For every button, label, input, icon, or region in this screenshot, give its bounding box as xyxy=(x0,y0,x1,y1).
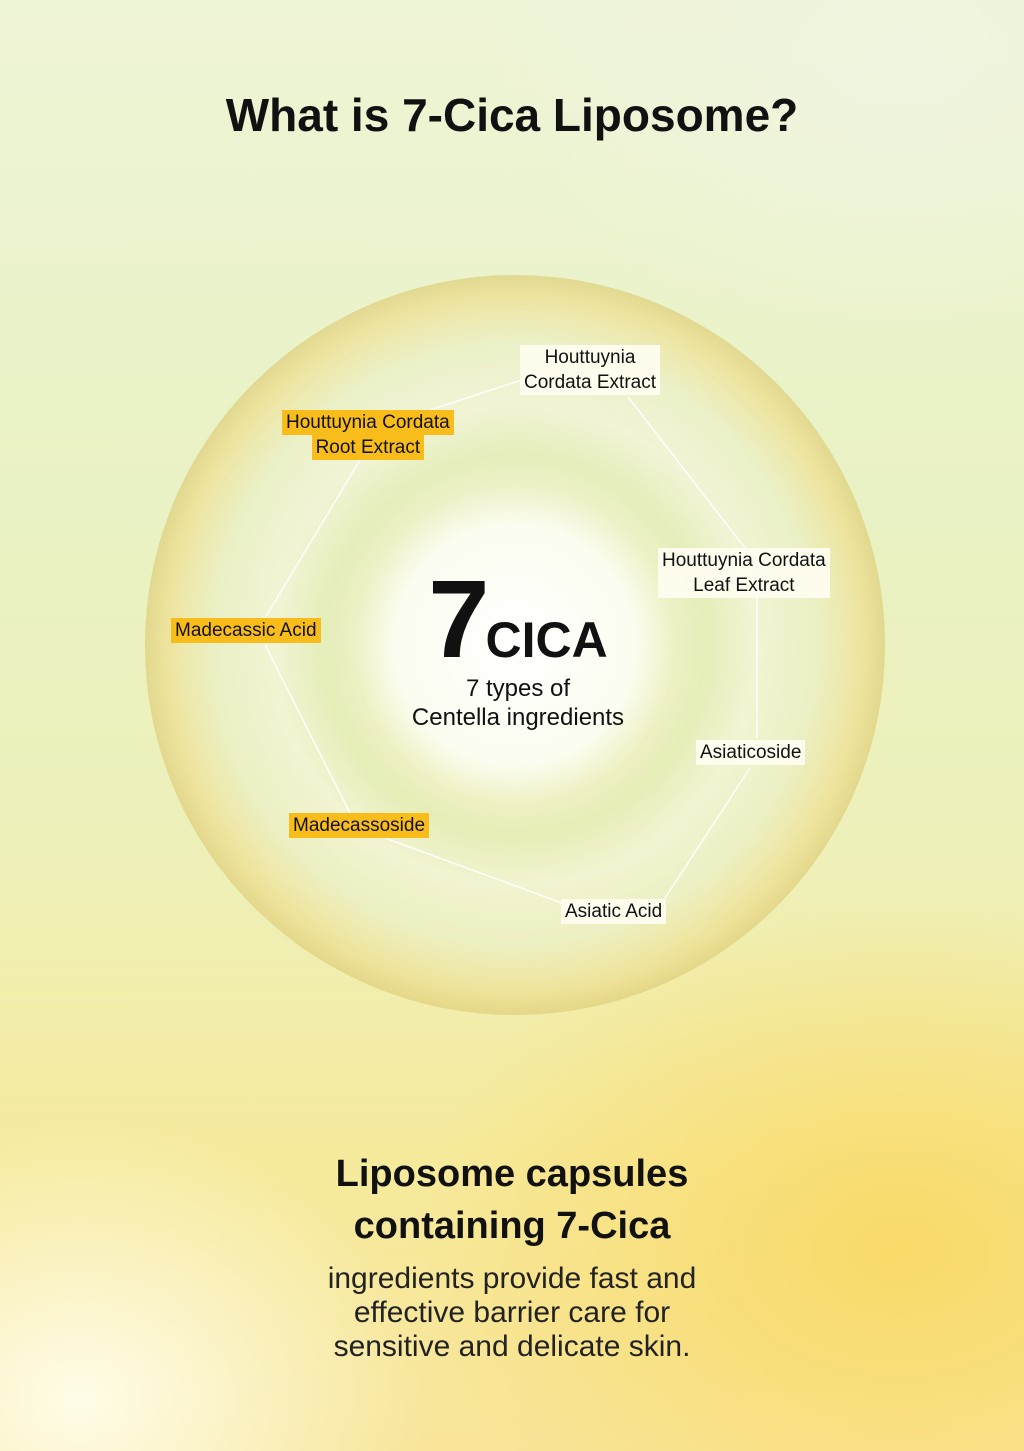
ingredient-label: Madecassoside xyxy=(289,813,430,838)
label-line: Cordata Extract xyxy=(524,372,656,393)
connector-line xyxy=(627,396,746,549)
subtitle-line: Centella ingredients xyxy=(411,704,625,731)
heading-line: containing 7-Cica xyxy=(353,1205,671,1247)
label-line: Houttuynia xyxy=(544,347,636,368)
ingredient-label: Houttuynia Cordata Leaf Extract xyxy=(658,548,830,598)
label-line: Houttuynia Cordata xyxy=(662,550,826,571)
liposome-illustration xyxy=(145,275,885,1015)
description-line: sensitive and delicate skin. xyxy=(333,1330,691,1363)
label-line: Leaf Extract xyxy=(693,575,795,596)
section-description: ingredients provide fast and effective b… xyxy=(0,1262,1024,1364)
description-line: effective barrier care for xyxy=(353,1296,671,1329)
section-heading: Liposome capsules containing 7-Cica xyxy=(0,1148,1024,1252)
seven-number: 7 xyxy=(428,558,490,681)
center-badge: 7CICA 7 types of Centella ingredients xyxy=(380,565,656,732)
connector-line xyxy=(264,644,351,814)
connector-line xyxy=(384,837,563,904)
connector-line xyxy=(429,379,523,411)
cica-word: CICA xyxy=(485,612,608,668)
center-subtitle: 7 types of Centella ingredients xyxy=(380,674,656,732)
label-line: Houttuynia Cordata xyxy=(282,410,454,435)
ingredient-label: Houttuynia Cordata Extract xyxy=(520,345,660,395)
connector-line xyxy=(264,459,361,619)
connector-line xyxy=(664,767,751,899)
ingredient-label: Houttuynia Cordata Root Extract xyxy=(278,410,458,460)
ingredient-label: Asiaticoside xyxy=(696,740,806,765)
ingredient-label: Asiatic Acid xyxy=(561,899,667,924)
ingredient-label: Madecassic Acid xyxy=(171,618,321,643)
subtitle-line: 7 types of xyxy=(465,675,571,702)
label-line: Root Extract xyxy=(311,435,425,460)
page-title: What is 7-Cica Liposome? xyxy=(225,89,799,141)
heading-line: Liposome capsules xyxy=(335,1153,689,1195)
description-line: ingredients provide fast and xyxy=(327,1262,697,1295)
